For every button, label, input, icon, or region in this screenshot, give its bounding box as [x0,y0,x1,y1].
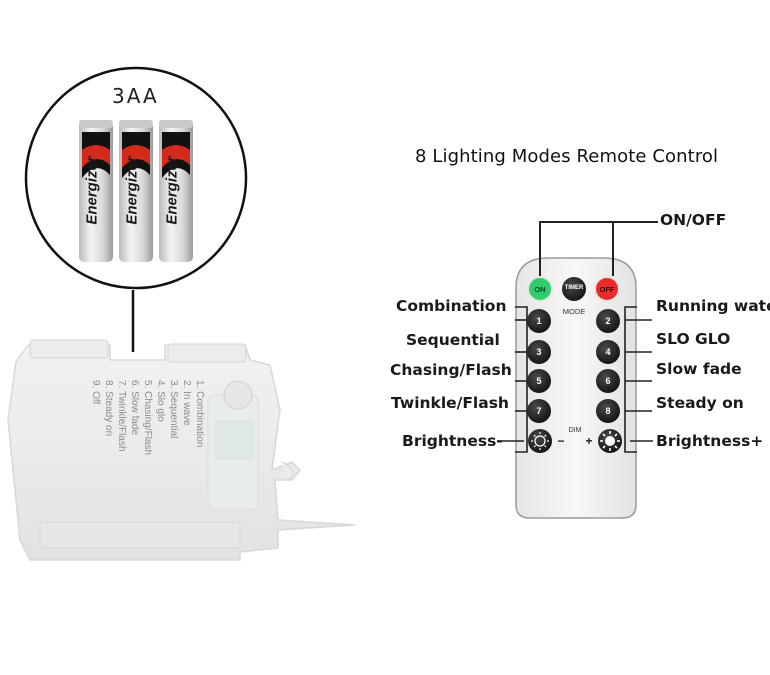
mode-button-2 [596,309,620,333]
dim-plus-label: + [585,434,593,448]
callout-brightness-down: Brightness- [402,432,503,450]
battery-box [7,339,356,561]
callout-slo-glo: SLO GLO [656,330,731,348]
callout-combination: Combination [396,297,507,315]
mode-button-1-label: 1 [536,316,542,326]
mode-button-8-label: 8 [605,406,611,416]
on-button [527,276,553,302]
mode-button-1 [527,309,551,333]
mode-button-6 [596,369,620,393]
mode-button-4 [596,340,620,364]
mode-button-6-label: 6 [605,376,611,386]
callout-chasing-flash: Chasing/Flash [390,361,512,379]
mode-button-2-label: 2 [605,316,611,326]
callout-twinkle-flash: Twinkle/Flash [391,394,509,412]
mode-button-5-label: 5 [536,376,542,386]
battery-group [79,120,193,262]
box-mode-6: 6. Slow fade [129,380,140,436]
mode-button-7-label: 7 [536,406,542,416]
brightness-down-button [528,429,552,453]
box-mode-2: 2. In wave [181,380,192,426]
brightness-up-button [598,429,622,453]
box-mode-9: 9. Off [90,380,101,405]
mode-button-5 [527,369,551,393]
on-button-label: ON [534,285,546,294]
box-mode-4: 4. Slo glo [155,380,166,422]
remote-title: 8 Lighting Modes Remote Control [415,146,719,167]
battery-3 [159,120,193,262]
battery-type-label: 3AA [112,84,159,108]
off-button [594,276,620,302]
box-mode-5: 5. Chasing/Flash [142,380,153,456]
box-mode-3: 3. Sequential [168,380,179,439]
mode-button-7 [527,399,551,423]
off-button-label: OFF [599,285,615,294]
box-mode-1: 1. Combination [194,380,205,448]
box-mode-8: 8. Steady on [103,380,114,437]
battery-1 [79,120,113,262]
battery-brand-text: Energizer [163,156,181,225]
battery-brand-text: Energizer [123,156,141,225]
callout-on-off: ON/OFF [660,211,727,229]
callout-sequential: Sequential [406,331,500,349]
battery-brand-text: Energizer [83,156,101,225]
timer-button [562,277,586,301]
mode-label: MODE [562,307,586,316]
callout-brightness-up: Brightness+ [656,432,764,450]
callout-steady-on: Steady on [656,394,744,412]
callout-slow-fade: Slow fade [656,360,742,378]
box-mode-7: 7. Twinkle/Flash [116,380,127,452]
battery-box-printed-text: 1. Combination 2. In wave 3. Sequential … [74,380,205,480]
mode-button-3-label: 3 [536,347,542,357]
mode-button-3 [527,340,551,364]
mode-button-4-label: 4 [605,347,611,357]
mode-button-8 [596,399,620,423]
dim-label: DIM [568,427,582,434]
dim-minus-label: − [557,434,565,448]
timer-button-label: TIMER [564,285,584,291]
battery-2 [119,120,153,262]
remote-control [497,221,658,519]
callout-running-water: Running wate [656,297,770,315]
